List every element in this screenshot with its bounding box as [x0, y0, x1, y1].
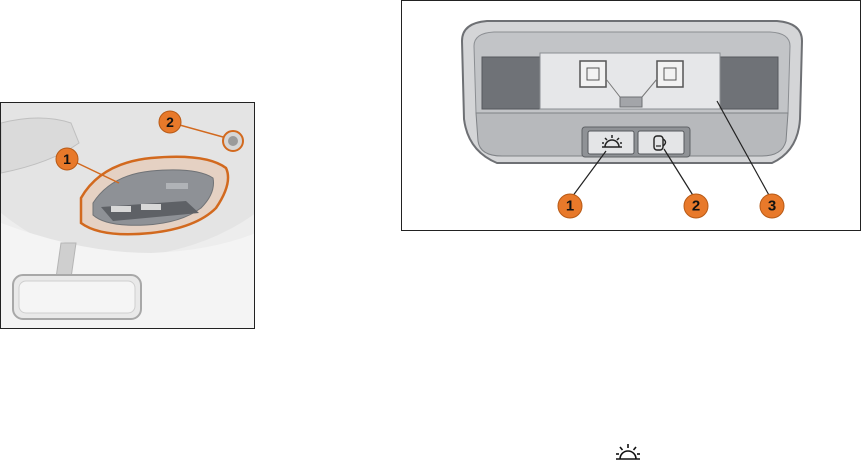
callout-2-label: 2 — [166, 114, 174, 130]
sun-light-icon — [615, 443, 641, 463]
callout-3-label: 3 — [768, 198, 776, 215]
callout-1-label: 1 — [63, 151, 71, 167]
callout-1: 1 — [56, 148, 78, 170]
map-light-button[interactable] — [638, 131, 684, 154]
overhead-console-figure: 1 2 3 — [401, 0, 861, 231]
right-grille — [720, 57, 778, 109]
callout-2-label: 2 — [692, 198, 700, 215]
callout-2: 2 — [159, 111, 181, 133]
left-grille — [482, 57, 540, 109]
headliner-overview-figure: 1 2 — [0, 102, 255, 329]
callout-2: 2 — [684, 194, 708, 218]
reading-lamp-right — [657, 61, 683, 87]
callout-1-label: 1 — [566, 198, 574, 215]
dome-light-button[interactable] — [588, 131, 634, 154]
console-illustration: 1 2 3 — [402, 1, 861, 231]
callout-1: 1 — [558, 194, 582, 218]
headliner-illustration: 1 2 — [1, 103, 255, 329]
reading-lamp-left — [580, 61, 606, 87]
callout-3: 3 — [760, 194, 784, 218]
